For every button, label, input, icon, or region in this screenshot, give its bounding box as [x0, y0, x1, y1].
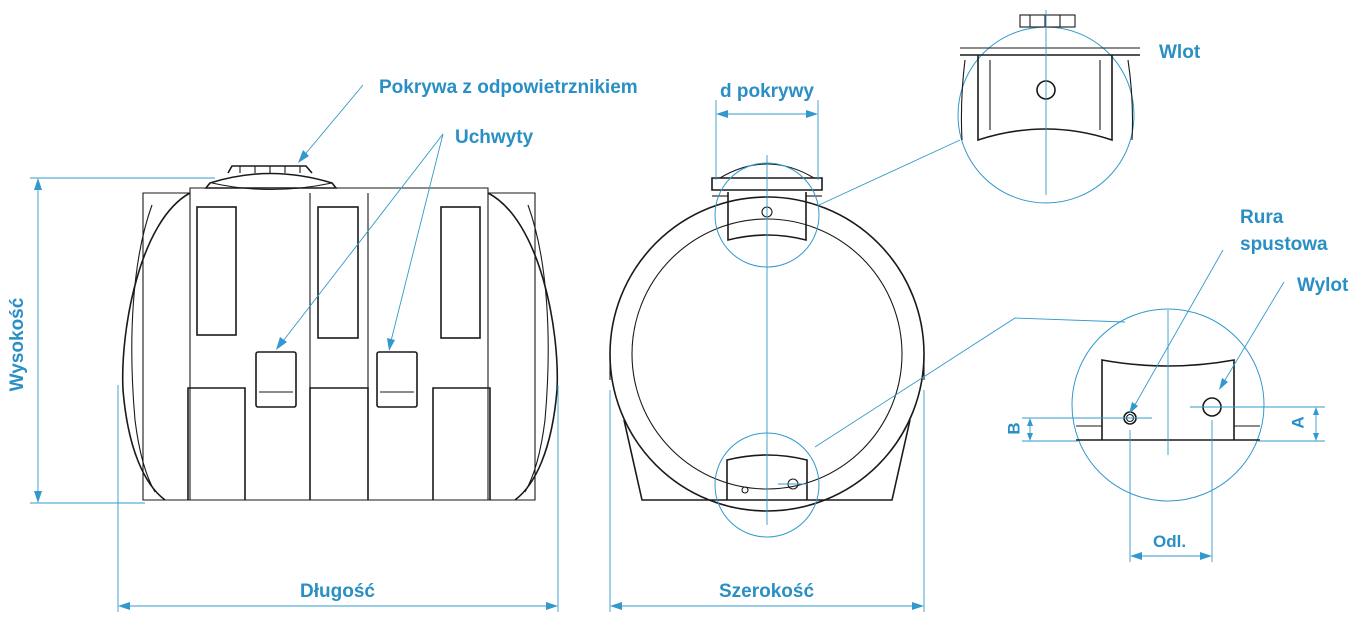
inlet-label: Wlot: [1159, 42, 1201, 63]
drain-pipe-label-line1: Rura: [1240, 207, 1284, 228]
outlet-detail-connector: [814, 317, 1126, 448]
width-label: Szerokość: [719, 581, 815, 602]
drain-pipe-label-line2: spustowa: [1240, 234, 1328, 255]
dimension-a-label: A: [1288, 416, 1308, 429]
width-dimension: [609, 390, 925, 612]
height-dimension: [30, 177, 215, 504]
length-dimension: [117, 385, 559, 612]
lid-diameter-dimension: [715, 100, 819, 180]
lid-leader: [298, 84, 364, 163]
outlet-label: Wylot: [1297, 275, 1349, 296]
inlet-detail-connector: [818, 139, 961, 206]
height-label: Wysokość: [7, 297, 28, 392]
side-view-tank: [121, 165, 559, 501]
front-view-tank: [609, 155, 925, 538]
lid-diameter-label: d pokrywy: [720, 81, 814, 102]
lid-label: Pokrywa z odpowietrznikiem: [379, 77, 638, 98]
handles-leader: [276, 133, 444, 351]
handles-label: Uchwyty: [455, 127, 534, 148]
distance-label: Odl.: [1153, 532, 1187, 551]
outlet-detail: [1022, 249, 1325, 562]
inlet-detail: [957, 10, 1140, 204]
dimension-b-label: B: [1004, 422, 1024, 435]
length-label: Długość: [300, 581, 375, 602]
